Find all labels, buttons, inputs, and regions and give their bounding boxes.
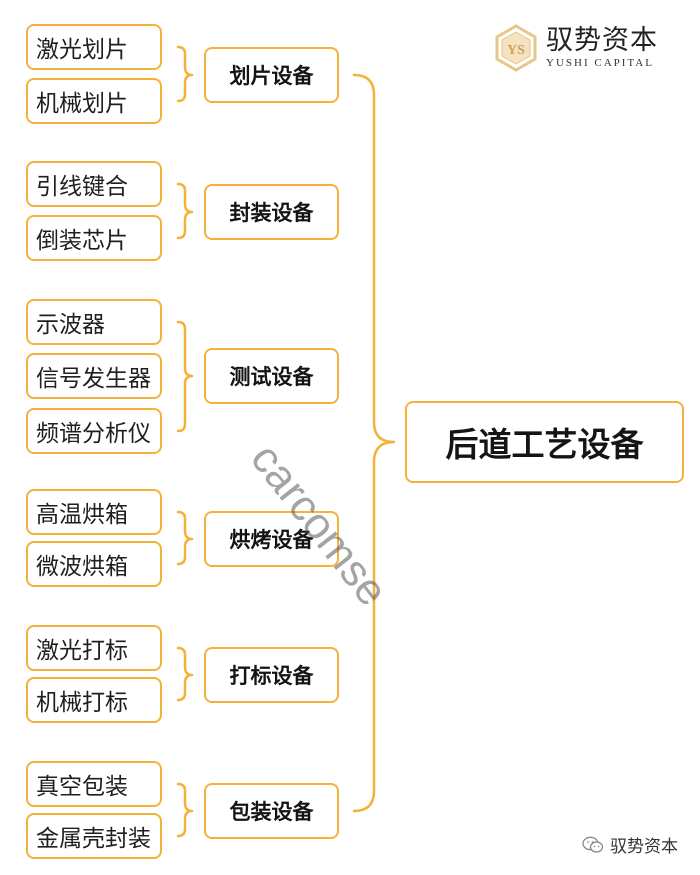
brace-3 xyxy=(176,320,194,433)
category-node: 测试设备 xyxy=(204,348,339,404)
brace-5 xyxy=(176,646,194,702)
leaf-node: 真空包装 xyxy=(26,761,162,807)
svg-text:YS: YS xyxy=(507,43,525,58)
leaf-node: 倒装芯片 xyxy=(26,215,162,261)
brand-name-en: YUSHI CAPITAL xyxy=(546,57,654,69)
brand-name-cn: 驭势资本 xyxy=(546,25,658,56)
leaf-node: 示波器 xyxy=(26,299,162,345)
leaf-node: 激光划片 xyxy=(26,24,162,70)
leaf-node: 频谱分析仪 xyxy=(26,408,162,454)
leaf-node: 激光打标 xyxy=(26,625,162,671)
leaf-node: 高温烘箱 xyxy=(26,489,162,535)
category-node: 包装设备 xyxy=(204,783,339,839)
main-brace xyxy=(352,73,396,813)
category-node: 划片设备 xyxy=(204,47,339,103)
footer-text: 驭势资本 xyxy=(610,837,678,857)
brace-6 xyxy=(176,782,194,838)
leaf-node: 微波烘箱 xyxy=(26,541,162,587)
category-node: 封装设备 xyxy=(204,184,339,240)
wechat-icon xyxy=(582,836,604,853)
leaf-node: 机械打标 xyxy=(26,677,162,723)
brace-2 xyxy=(176,182,194,240)
category-node: 烘烤设备 xyxy=(204,511,339,567)
footer: 驭势资本 xyxy=(582,832,678,857)
leaf-node: 机械划片 xyxy=(26,78,162,124)
category-node: 打标设备 xyxy=(204,647,339,703)
leaf-node: 金属壳封装 xyxy=(26,813,162,859)
leaf-node: 信号发生器 xyxy=(26,353,162,399)
root-node: 后道工艺设备 xyxy=(405,401,684,483)
leaf-node: 引线键合 xyxy=(26,161,162,207)
brace-1 xyxy=(176,45,194,103)
brand: YS 驭势资本 YUSHI CAPITAL xyxy=(494,24,658,72)
ys-hexagon-logo-icon: YS xyxy=(495,24,537,72)
brace-4 xyxy=(176,510,194,566)
